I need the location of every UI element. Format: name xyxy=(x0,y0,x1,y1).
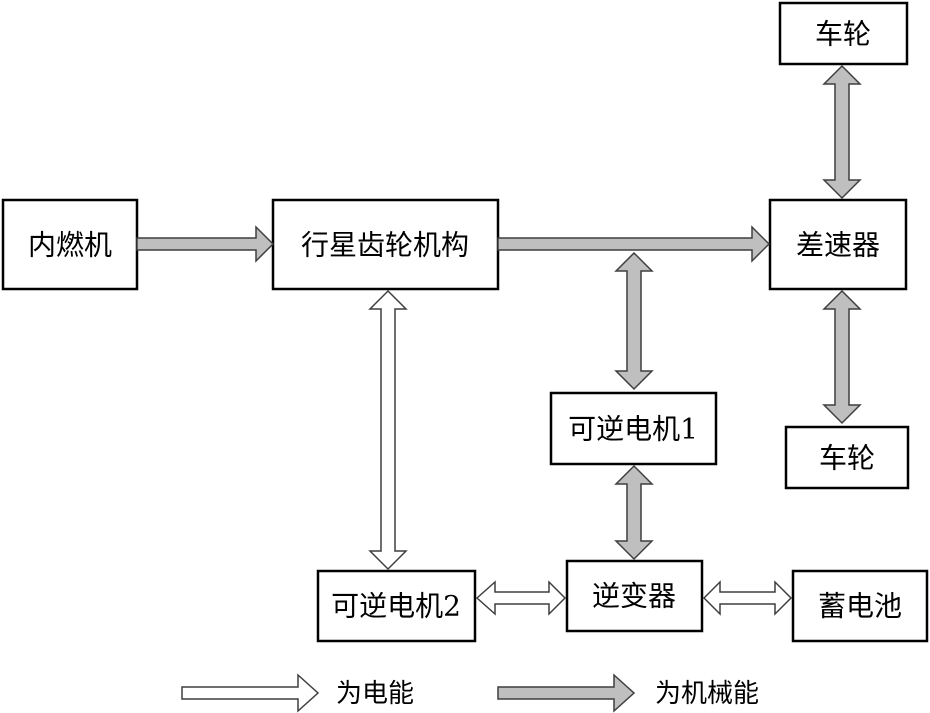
inverter-battery-arrow xyxy=(702,580,793,616)
motor1-inverter-arrow xyxy=(614,464,654,561)
planetary-gear-box: 行星齿轮机构 xyxy=(271,198,500,291)
motor2-label: 可逆电机2 xyxy=(331,590,461,623)
engine-to-planetary-arrow xyxy=(136,225,275,263)
motor1-box: 可逆电机1 xyxy=(549,391,718,466)
shaft-motor1-arrow xyxy=(614,251,654,391)
motor2-box: 可逆电机2 xyxy=(316,569,477,643)
wheel-top-label: 车轮 xyxy=(815,18,871,51)
inverter-label: 逆变器 xyxy=(592,580,676,613)
motor1-label: 可逆电机1 xyxy=(568,413,698,446)
motor2-inverter-arrow xyxy=(475,580,567,616)
legend-electric-arrow xyxy=(181,673,320,713)
wheel-bottom-label: 车轮 xyxy=(819,442,875,475)
differential-box: 差速器 xyxy=(768,198,908,291)
legend: 为电能 为机械能 xyxy=(181,673,759,713)
planetary-to-differential-arrow xyxy=(497,225,771,263)
legend-electric-label: 为电能 xyxy=(336,679,414,709)
battery-label: 蓄电池 xyxy=(818,590,902,623)
engine-box: 内燃机 xyxy=(1,198,139,291)
differential-label: 差速器 xyxy=(796,229,880,262)
wheel-top-box: 车轮 xyxy=(778,1,909,66)
planetary-motor2-arrow xyxy=(368,289,408,571)
legend-mechanical-label: 为机械能 xyxy=(655,679,759,709)
engine-label: 内燃机 xyxy=(28,229,112,262)
differential-wheel-bottom-arrow xyxy=(822,289,862,425)
battery-box: 蓄电池 xyxy=(791,569,929,643)
planetary-gear-label: 行星齿轮机构 xyxy=(301,229,469,262)
legend-mechanical-arrow xyxy=(497,673,636,713)
wheel-bottom-box: 车轮 xyxy=(784,425,910,490)
wheel-top-differential-arrow xyxy=(822,64,862,200)
inverter-box: 逆变器 xyxy=(565,559,704,633)
